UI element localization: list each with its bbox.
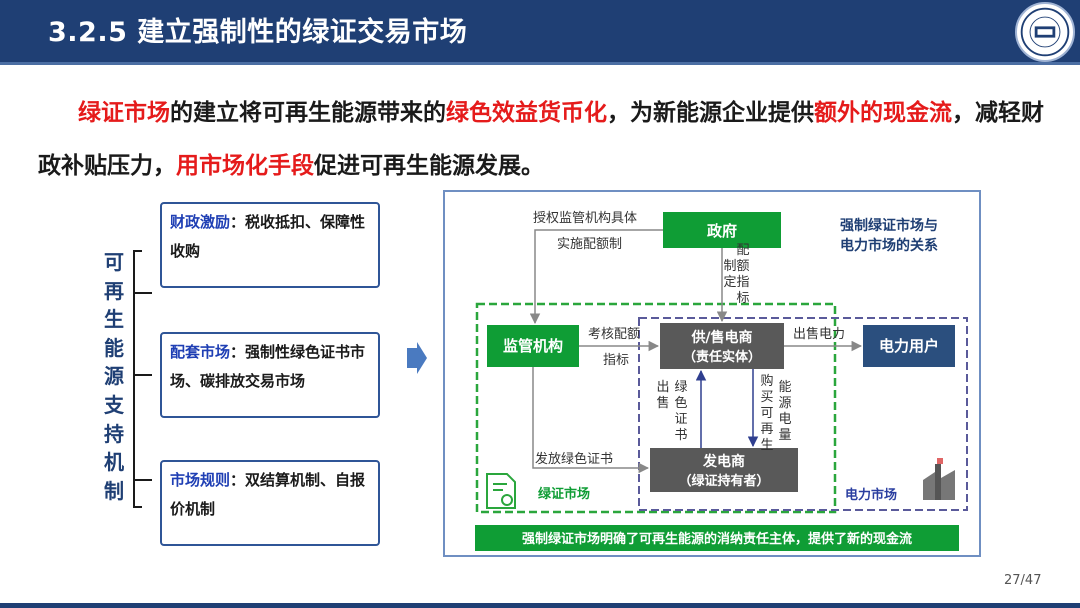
card-key: 市场规则 bbox=[170, 471, 231, 489]
intro-text: 的建立将可再生能源带来的 bbox=[170, 100, 446, 126]
v-text: 电 bbox=[778, 412, 791, 427]
card-key: 配套市场 bbox=[170, 343, 231, 361]
vertical-char: 支 bbox=[104, 392, 124, 417]
v-text: 生 bbox=[760, 438, 773, 453]
v-text: 可 bbox=[760, 406, 773, 421]
card-value: ：强制性绿色证书市场、碳排放交易市场 bbox=[170, 343, 366, 390]
v-text: 买 bbox=[760, 390, 773, 405]
power-user-box bbox=[863, 325, 955, 367]
vertical-char: 源 bbox=[104, 364, 124, 389]
v-text: 额 bbox=[736, 259, 749, 274]
v-text: 售 bbox=[656, 395, 669, 411]
supplier-box bbox=[660, 323, 784, 369]
v-text: 指 bbox=[736, 275, 749, 290]
v-text: 制 bbox=[723, 259, 736, 274]
vertical-char: 生 bbox=[104, 307, 124, 332]
intro-text: 促进可再生能源发展。 bbox=[314, 153, 544, 179]
footer-banner bbox=[475, 525, 959, 551]
card-supporting-market: 配套市场：强制性绿色证书市场、碳排放交易市场 bbox=[160, 332, 380, 418]
footer-bar bbox=[0, 603, 1080, 608]
intro-text: ，为新能源企业提供 bbox=[607, 100, 814, 126]
v-text: 能 bbox=[778, 380, 791, 395]
v-text: 书 bbox=[674, 428, 687, 443]
vertical-char: 再 bbox=[104, 278, 124, 303]
intro-highlight: 用市场化手段 bbox=[176, 153, 314, 179]
card-key: 财政激励 bbox=[170, 213, 231, 231]
supplier-label: 供/售电商 bbox=[690, 329, 752, 346]
card-value: ：税收抵扣、保障性收购 bbox=[170, 213, 366, 260]
university-logo-icon bbox=[1015, 2, 1075, 62]
intro-text: ，减轻财政补贴压力， bbox=[38, 100, 1044, 179]
v-text: 定 bbox=[723, 275, 736, 290]
card-fiscal-incentive: 财政激励：税收抵扣、保障性收购 bbox=[160, 202, 380, 288]
diagram-title: 电力市场的关系 bbox=[840, 237, 938, 254]
vertical-char: 能 bbox=[104, 335, 124, 360]
regulator-box bbox=[487, 325, 579, 367]
vertical-char: 制 bbox=[104, 478, 124, 503]
v-text: 配 bbox=[736, 243, 749, 258]
certificate-icon bbox=[486, 473, 516, 509]
generator-label: 发电商 bbox=[702, 453, 745, 470]
intro-highlight: 额外的现金流 bbox=[814, 100, 952, 126]
v-text: 绿 bbox=[674, 380, 687, 395]
card-market-rules: 市场规则：双结算机制、自报价机制 bbox=[160, 460, 380, 546]
vertical-char: 机 bbox=[104, 450, 124, 475]
government-label: 政府 bbox=[707, 222, 737, 240]
page-title: 3.2.5 建立强制性的绿证交易市场 bbox=[48, 17, 468, 48]
issue-label: 发放绿色证书 bbox=[535, 451, 613, 467]
auth-label: 授权监管机构具体 bbox=[533, 210, 637, 226]
auth-label: 实施配额制 bbox=[557, 237, 622, 252]
diagram-title: 强制绿证市场与 bbox=[840, 217, 938, 234]
arrow-gov-to-regulator bbox=[529, 229, 663, 325]
header-divider bbox=[0, 62, 1080, 65]
vertical-char: 可 bbox=[104, 250, 124, 274]
regulator-label: 监管机构 bbox=[503, 337, 563, 355]
v-text: 证 bbox=[674, 412, 687, 427]
v-text: 源 bbox=[778, 396, 791, 411]
supplier-sublabel: （责任实体） bbox=[683, 349, 761, 365]
v-text: 标 bbox=[736, 291, 749, 306]
v-text: 出 bbox=[656, 380, 669, 395]
factory-icon bbox=[923, 458, 955, 500]
government-box bbox=[663, 212, 781, 248]
generator-sublabel: （绿证持有者） bbox=[678, 473, 769, 489]
green-cert-market-zone bbox=[475, 302, 837, 514]
vertical-label: 可 再 生 能 源 支 持 机 制 bbox=[99, 248, 129, 505]
assess-label: 指标 bbox=[603, 353, 629, 368]
power-market-zone bbox=[638, 317, 968, 511]
assess-label: 考核配额 bbox=[588, 327, 640, 342]
page-number: 27/47 bbox=[1004, 573, 1042, 588]
arrow-right-icon bbox=[407, 342, 427, 374]
v-text: 购 bbox=[760, 373, 773, 389]
intro-highlight: 绿证市场 bbox=[78, 100, 170, 126]
card-value: ：双结算机制、自报价机制 bbox=[170, 471, 366, 518]
power-user-label: 电力用户 bbox=[879, 337, 939, 355]
relationship-diagram: 强制绿证市场与 电力市场的关系 政府 监管机构 供/售电商 （责任实体） 电力用… bbox=[443, 190, 981, 557]
intro-paragraph: 绿证市场的建立将可再生能源带来的绿色效益货币化，为新能源企业提供额外的现金流，减… bbox=[38, 87, 1048, 193]
arrow-regulator-to-generator bbox=[532, 367, 650, 474]
intro-highlight: 绿色效益货币化 bbox=[446, 100, 607, 126]
header-bar: 3.2.5 建立强制性的绿证交易市场 bbox=[0, 0, 1080, 62]
footer-text: 强制绿证市场明确了可再生能源的消纳责任主体，提供了新的现金流 bbox=[522, 531, 912, 547]
generator-box bbox=[650, 448, 798, 492]
v-text: 色 bbox=[674, 395, 687, 411]
v-text: 再 bbox=[760, 422, 773, 437]
v-text: 量 bbox=[778, 428, 791, 443]
green-cert-market-label: 绿证市场 bbox=[538, 486, 590, 502]
brace-bracket bbox=[133, 250, 152, 508]
vertical-char: 持 bbox=[104, 421, 124, 446]
sell-power-label: 出售电力 bbox=[793, 326, 845, 342]
power-market-label: 电力市场 bbox=[845, 487, 897, 503]
